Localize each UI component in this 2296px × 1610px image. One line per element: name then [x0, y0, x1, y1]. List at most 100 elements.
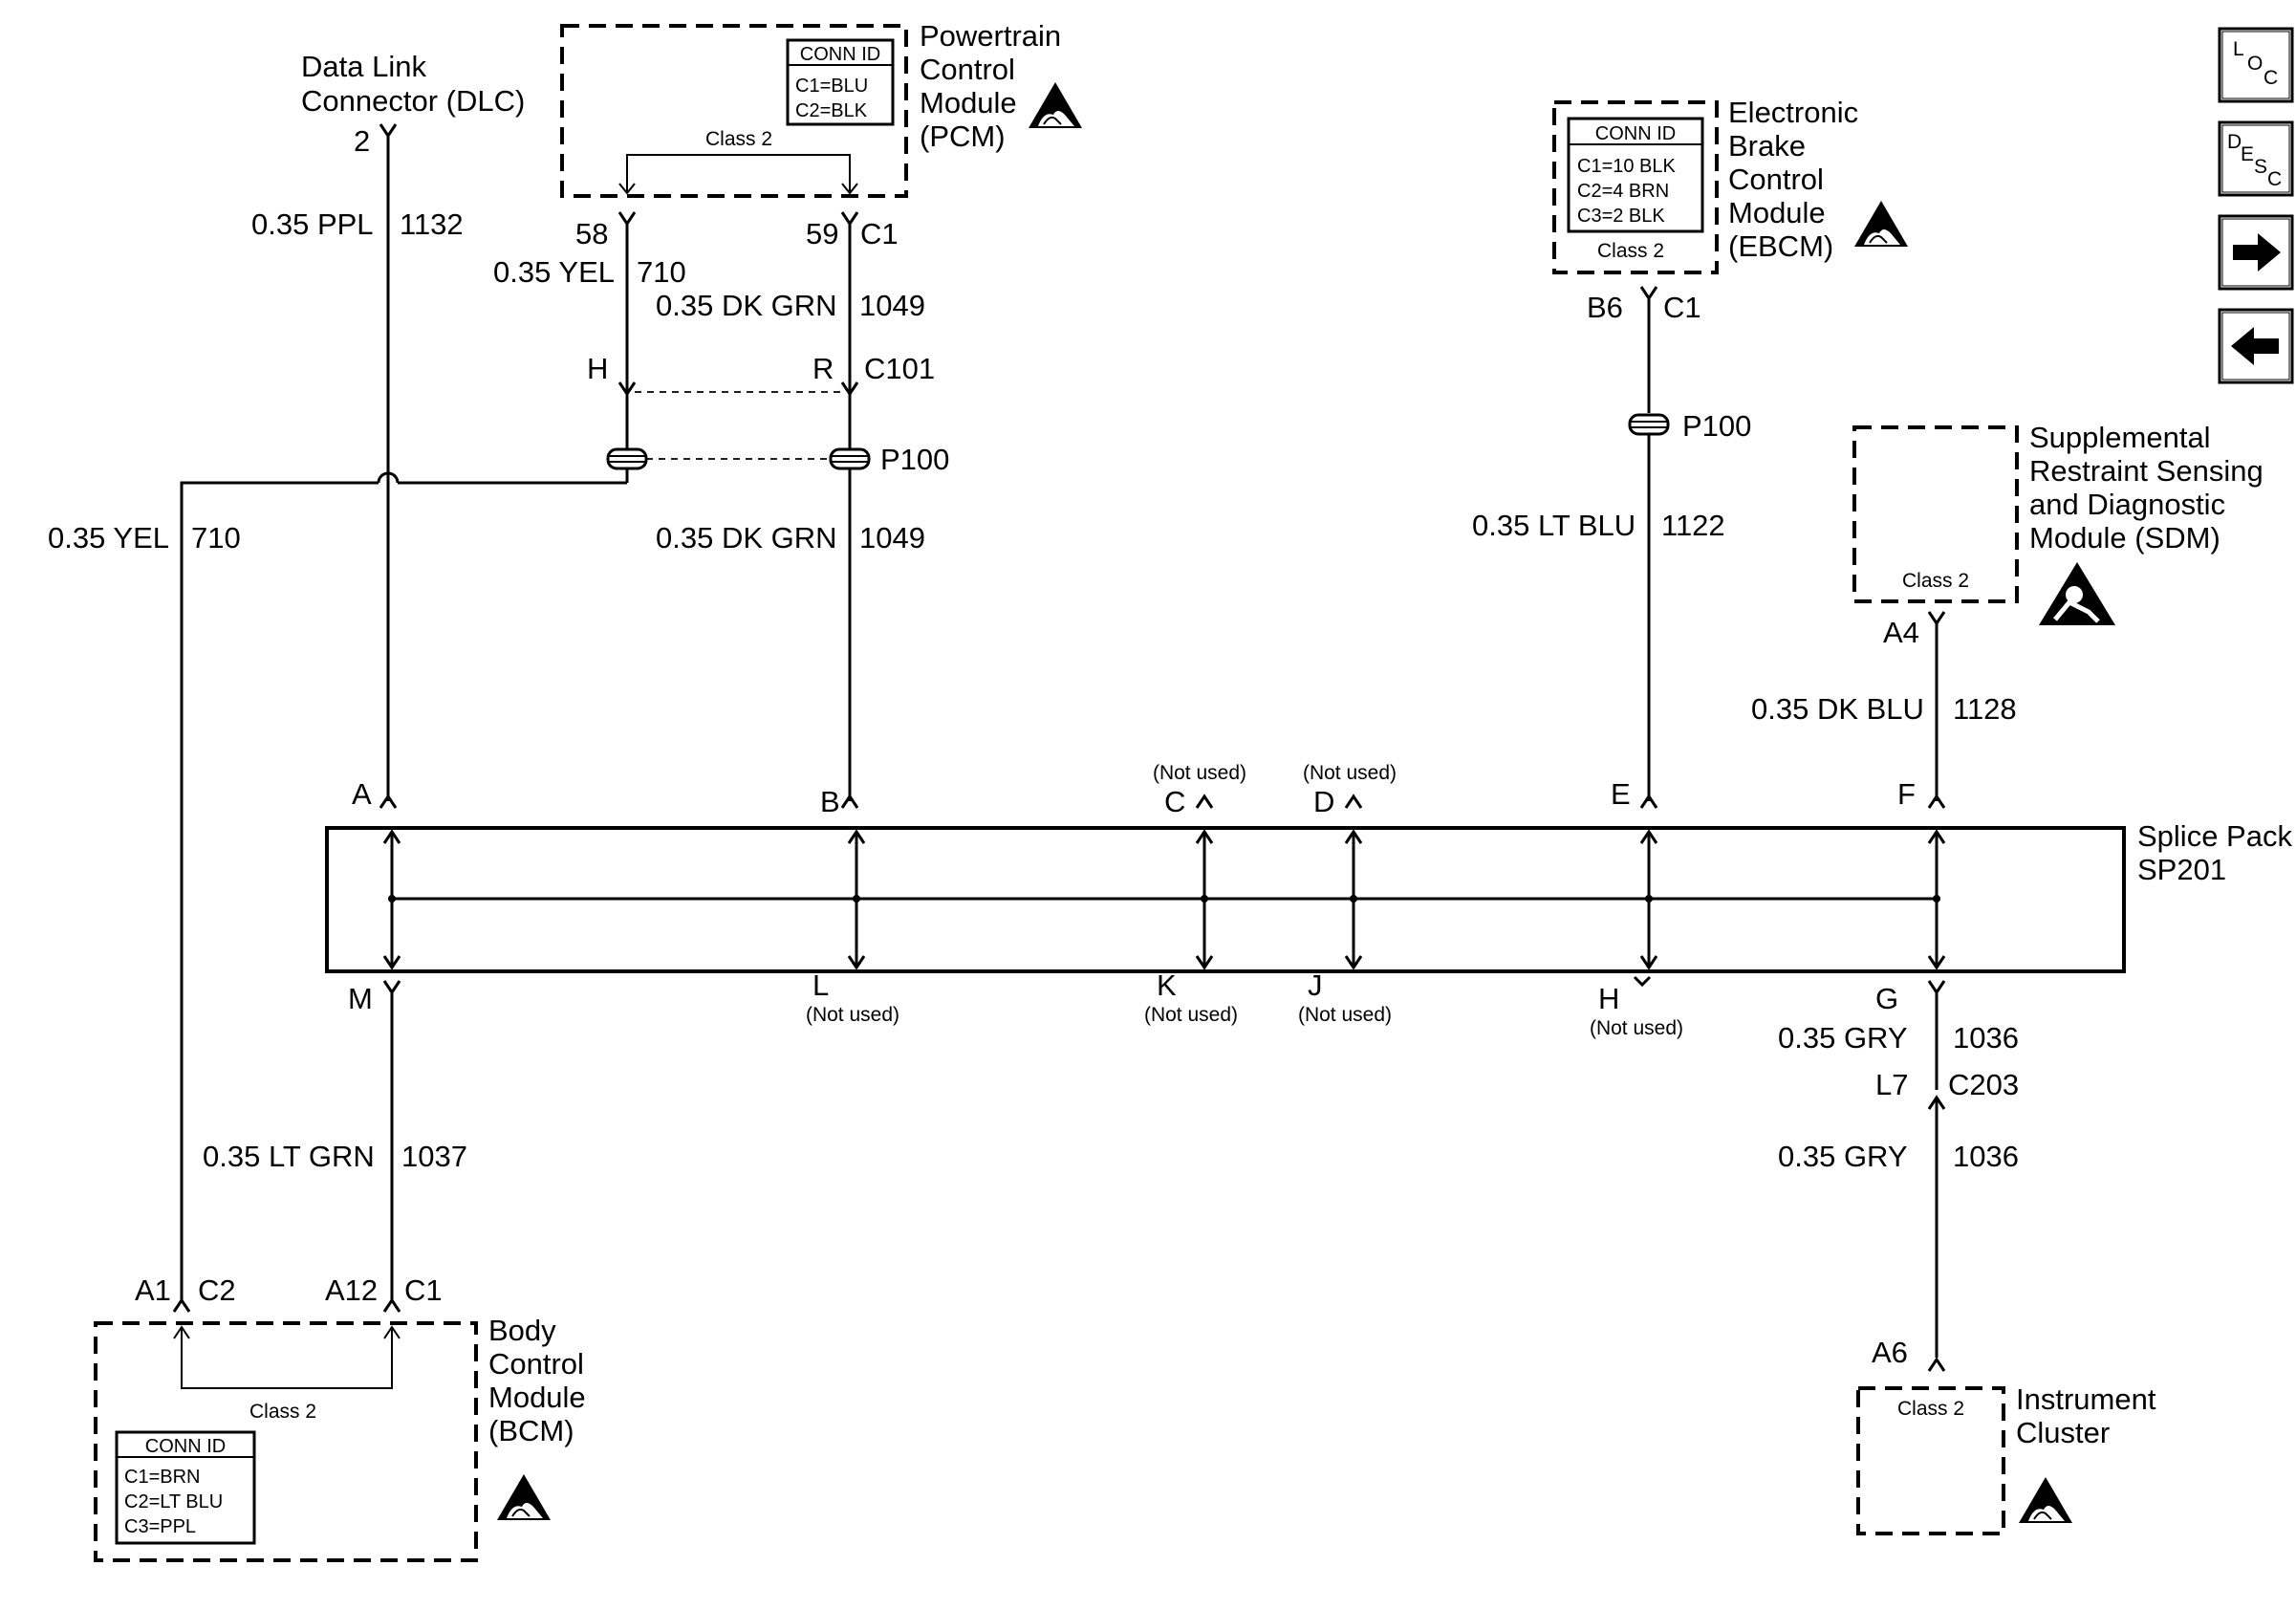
bcm-class-label: Class 2	[249, 1401, 316, 1423]
sdm-group: Class 2 Supplemental Restraint Sensing a…	[1751, 421, 2264, 809]
dlc-group: Data Link Connector (DLC) 2 0.35 PPL 113…	[251, 50, 525, 809]
ebcm-title-line2: Brake	[1728, 129, 1806, 163]
dlc-pin-label: 2	[354, 124, 370, 158]
splice-pin-e: E	[1611, 777, 1631, 811]
sdm-pin-a4: A4	[1883, 616, 1919, 649]
ebcm-conn-id-row3: C3=2 BLK	[1577, 206, 1665, 227]
location-button[interactable]: L O C	[2218, 27, 2294, 103]
sdm-wire-circuit: 1128	[1953, 692, 2017, 726]
p100-splice-right	[829, 447, 871, 470]
splice-title-line1: Splice Pack	[2137, 819, 2292, 853]
p100-pcm-group: P100 0.35 YEL 710 0.35 DK GRN 1049	[48, 443, 949, 1291]
ipc-module-box	[1856, 1386, 2005, 1535]
bcm-esd-icon	[496, 1473, 552, 1521]
previous-button[interactable]	[2218, 308, 2294, 384]
p100-splice-left	[606, 447, 648, 470]
pcm-conn-id-header: CONN ID	[800, 44, 880, 65]
ipc-title-line2: Cluster	[2016, 1416, 2110, 1449]
bcm-group: 0.35 LT GRN 1037 A1 C2 A12 C1 Class 2 CO…	[94, 992, 586, 1562]
sdm-title-line4: Module (SDM)	[2029, 521, 2220, 555]
bcm-conn-id-row2: C2=LT BLU	[124, 1491, 223, 1512]
p100-label-ebcm: P100	[1682, 409, 1751, 443]
bcm-conn-id-row3: C3=PPL	[124, 1516, 196, 1537]
ipc-class-label: Class 2	[1897, 1398, 1964, 1420]
next-button[interactable]	[2218, 214, 2294, 291]
bcm-grn-wire-size: 0.35 LT GRN	[203, 1140, 375, 1173]
splice-pin-k-note: (Not used)	[1144, 1004, 1238, 1026]
splice-internal-pins	[382, 829, 1946, 970]
c101-label: C101	[864, 352, 935, 385]
c203-pin-l7: L7	[1875, 1068, 1908, 1101]
pcm-group: CONN ID C1=BLU C2=BLK Class 2 Powertrain…	[493, 19, 1083, 446]
bcm-yel-wire-size: 0.35 YEL	[48, 521, 169, 555]
ebcm-pin-b6: B6	[1587, 291, 1623, 324]
pcm-title-line1: Powertrain	[920, 19, 1061, 53]
c203-label: C203	[1948, 1068, 2019, 1101]
wire-crossover-hop	[377, 471, 400, 484]
ebcm-class-label: Class 2	[1597, 240, 1664, 262]
bcm-yel-wire-circuit: 710	[191, 521, 241, 555]
splice-pin-h-note: (Not used)	[1590, 1017, 1683, 1039]
bcm-title-line4: (BCM)	[488, 1414, 574, 1447]
splice-pin-j: J	[1308, 968, 1323, 1002]
pcm-title-line2: Control	[920, 53, 1015, 86]
splice-pin-b-terminal	[840, 794, 859, 809]
ipc-title-line1: Instrument	[2016, 1382, 2156, 1416]
dlc-title-line2: Connector (DLC)	[301, 84, 525, 118]
bcm-grn-wire-circuit: 1037	[401, 1140, 467, 1173]
sdm-title-line3: and Diagnostic	[2029, 488, 2225, 521]
bcm-conn-id-header: CONN ID	[145, 1436, 226, 1457]
ebcm-title-line1: Electronic	[1728, 96, 1858, 129]
p100-splice-ebcm	[1628, 413, 1670, 436]
sdm-class-label: Class 2	[1902, 570, 1969, 592]
pcm-title-line3: Module	[920, 86, 1017, 120]
bcm-module-box	[94, 1321, 478, 1562]
loc-letter-l: L	[2233, 38, 2244, 60]
splice-pin-m: M	[348, 982, 373, 1015]
splice-pin-a: A	[352, 777, 372, 811]
bcm-connector-c1: C1	[404, 1273, 443, 1307]
splice-pin-l: L	[812, 968, 829, 1002]
desc-letter-s: S	[2254, 156, 2267, 178]
pcm-yel-wire-circuit: 710	[637, 255, 686, 289]
ebcm-esd-icon	[1853, 200, 1909, 248]
pcm-pin-59: 59	[806, 217, 838, 250]
pcm-title-line4: (PCM)	[920, 120, 1006, 153]
pcm-grn2-wire-circuit: 1049	[859, 521, 925, 555]
splice-pin-j-note: (Not used)	[1298, 1004, 1392, 1026]
desc-letter-e: E	[2241, 143, 2254, 165]
ebcm-conn-id-row1: C1=10 BLK	[1577, 156, 1677, 177]
bcm-connector-c2: C2	[198, 1273, 236, 1307]
ebcm-conn-id-header: CONN ID	[1595, 123, 1676, 144]
loc-letter-o: O	[2247, 53, 2263, 75]
splice-pin-k: K	[1157, 968, 1177, 1002]
sdm-title-line1: Supplemental	[2029, 421, 2211, 454]
splice-pin-l-note: (Not used)	[806, 1004, 899, 1026]
sdm-module-box	[1852, 425, 2019, 603]
ipc-wire-circuit-2: 1036	[1953, 1140, 2019, 1173]
dlc-connector-symbol	[379, 123, 398, 139]
arrow-left-icon	[2231, 327, 2279, 365]
airbag-warning-icon	[2039, 562, 2115, 625]
pcm-pin-58: 58	[575, 217, 608, 250]
splice-pin-f: F	[1897, 777, 1916, 811]
bcm-pin-a1: A1	[135, 1273, 171, 1307]
arrow-right-icon	[2233, 233, 2281, 272]
bcm-title-line3: Module	[488, 1381, 586, 1414]
dlc-wire-circuit: 1132	[400, 207, 464, 241]
bcm-title-line2: Control	[488, 1347, 584, 1381]
splice-pin-h: H	[1598, 982, 1619, 1015]
splice-pin-b: B	[820, 785, 840, 818]
splice-pin-d: D	[1313, 785, 1334, 818]
description-button[interactable]: D E S C	[2218, 120, 2294, 197]
c101-pin-h: H	[587, 352, 608, 385]
splice-pin-d-note: (Not used)	[1303, 762, 1397, 784]
ebcm-wire-circuit: 1122	[1661, 509, 1725, 542]
ebcm-connector-c1: C1	[1663, 291, 1701, 324]
splice-pin-g: G	[1875, 982, 1898, 1015]
c101-pin-r: R	[812, 352, 834, 385]
pcm-grn2-wire-size: 0.35 DK GRN	[656, 521, 837, 555]
desc-letter-c: C	[2267, 168, 2282, 190]
splice-pack-box	[325, 826, 2126, 973]
sdm-wire-size: 0.35 DK BLU	[1751, 692, 1924, 726]
